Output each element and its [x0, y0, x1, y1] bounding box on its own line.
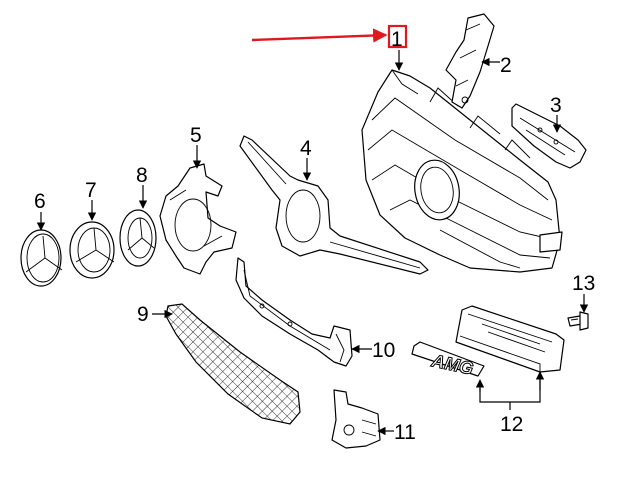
part-lower-bracket [331, 389, 381, 449]
callout-3: 3 [550, 94, 562, 117]
part-emblem-base [69, 221, 115, 279]
callout-8: 8 [136, 164, 148, 187]
callout-12: 12 [500, 413, 523, 436]
badge-text: AMG [429, 350, 475, 379]
callout-10: 10 [372, 339, 395, 362]
part-badge-housing [455, 305, 565, 373]
part-lower-support [235, 257, 353, 367]
part-emblem-bracket [159, 163, 237, 275]
part-emblem-carrier [119, 209, 157, 267]
callout-5: 5 [190, 124, 202, 147]
callout-6: 6 [34, 190, 46, 213]
callout-13: 13 [572, 272, 595, 295]
callout-1: 1 [391, 28, 403, 51]
part-lower-mesh [165, 303, 301, 425]
part-bolt [567, 311, 589, 331]
callout-2: 2 [500, 54, 512, 77]
leader-12-bracket [479, 374, 541, 403]
highlight-arrow [251, 28, 388, 43]
callout-11: 11 [394, 421, 416, 444]
part-trim-strip [239, 135, 429, 275]
callout-4: 4 [300, 137, 312, 160]
callout-7: 7 [85, 179, 97, 202]
part-grille [361, 69, 563, 273]
callout-9: 9 [137, 303, 149, 326]
part-star-emblem [20, 229, 63, 287]
callout-1-highlight [387, 24, 408, 49]
part-upper-bracket [445, 13, 495, 109]
part-side-bracket [511, 103, 587, 169]
